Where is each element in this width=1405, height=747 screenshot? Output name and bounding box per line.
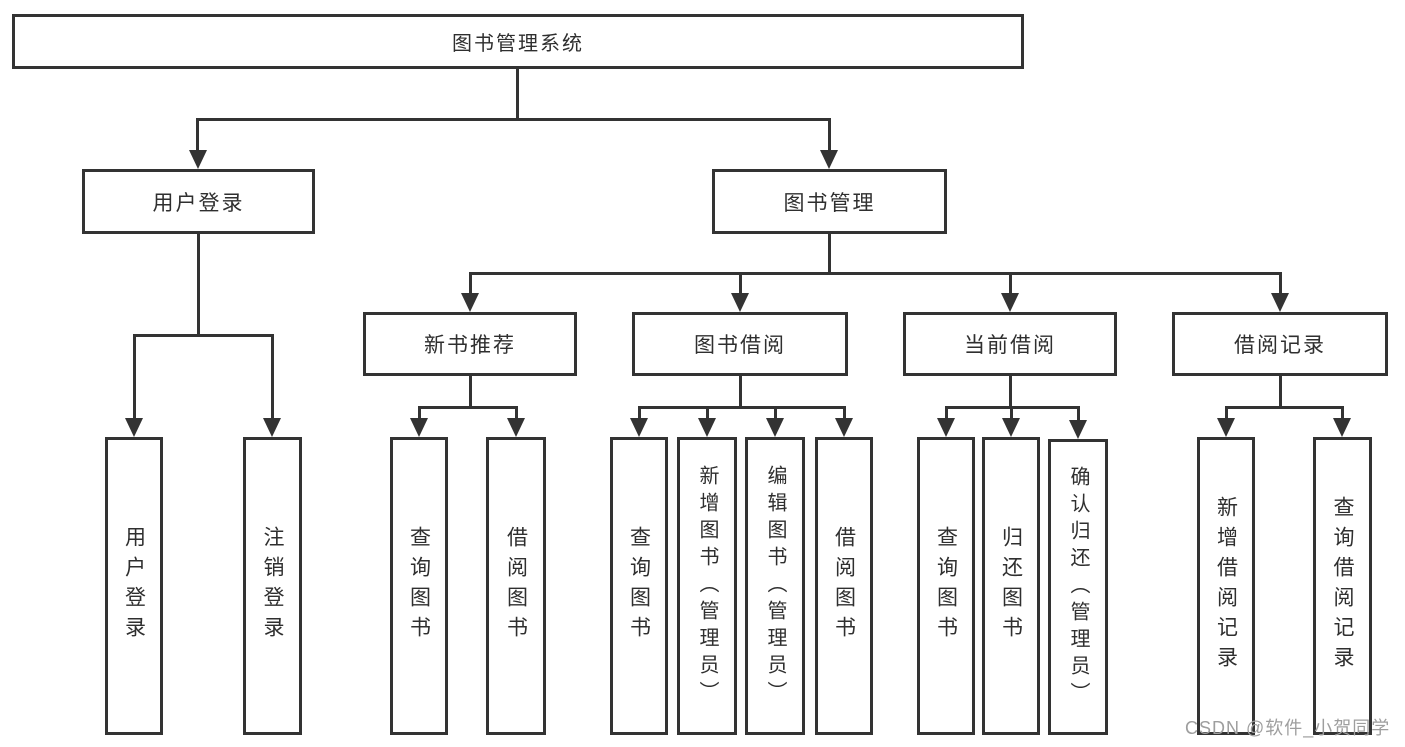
- leaf-user-login: 用户登录: [105, 437, 163, 735]
- node-book-management: 图书管理: [712, 169, 947, 234]
- connector-vline: [1279, 376, 1282, 408]
- connector-hline: [1225, 406, 1344, 409]
- arrow-down-icon: [1069, 420, 1087, 439]
- connector-vline: [133, 334, 136, 420]
- connector-hline: [133, 334, 274, 337]
- arrow-down-icon: [1271, 293, 1289, 312]
- connector-vline: [828, 118, 831, 154]
- node-user-login: 用户登录: [82, 169, 315, 234]
- connector-vline: [843, 406, 846, 422]
- leaf-logout: 注销登录: [243, 437, 302, 735]
- connector-vline: [196, 118, 199, 154]
- arrow-down-icon: [263, 418, 281, 437]
- connector-hline: [638, 406, 846, 409]
- node-book-borrow: 图书借阅: [632, 312, 848, 376]
- connector-hline: [469, 272, 1282, 275]
- leaf-return-book: 归还图书: [982, 437, 1040, 735]
- node-current-borrow: 当前借阅: [903, 312, 1117, 376]
- arrow-down-icon: [766, 418, 784, 437]
- arrow-down-icon: [507, 418, 525, 437]
- connector-vline: [1279, 272, 1282, 296]
- connector-vline: [1225, 406, 1228, 422]
- arrow-down-icon: [698, 418, 716, 437]
- connector-vline: [515, 406, 518, 422]
- leaf-query-books-borrow: 查询图书: [610, 437, 668, 735]
- connector-vline: [469, 376, 472, 408]
- leaf-edit-book-admin: 编辑图书（管理员）: [745, 437, 805, 735]
- connector-vline: [469, 272, 472, 296]
- leaf-borrow-books-recommend: 借阅图书: [486, 437, 546, 735]
- arrow-down-icon: [1001, 293, 1019, 312]
- connector-vline: [739, 376, 742, 408]
- leaf-query-books-recommend: 查询图书: [390, 437, 448, 735]
- arrow-down-icon: [630, 418, 648, 437]
- connector-vline: [739, 272, 742, 296]
- leaf-add-borrow-record: 新增借阅记录: [1197, 437, 1255, 735]
- connector-hline: [197, 118, 831, 121]
- connector-vline: [1010, 406, 1013, 422]
- arrow-down-icon: [461, 293, 479, 312]
- leaf-confirm-return-admin: 确认归还（管理员）: [1048, 439, 1108, 735]
- arrow-down-icon: [835, 418, 853, 437]
- connector-vline: [1009, 376, 1012, 408]
- node-borrow-records: 借阅记录: [1172, 312, 1388, 376]
- connector-vline: [1009, 272, 1012, 296]
- arrow-down-icon: [125, 418, 143, 437]
- connector-vline: [828, 234, 831, 274]
- connector-vline: [774, 406, 777, 422]
- connector-vline: [516, 69, 519, 121]
- arrow-down-icon: [731, 293, 749, 312]
- arrow-down-icon: [1333, 418, 1351, 437]
- connector-vline: [197, 234, 200, 336]
- node-root: 图书管理系统: [12, 14, 1024, 69]
- connector-vline: [1077, 406, 1080, 422]
- leaf-query-borrow-record: 查询借阅记录: [1313, 437, 1372, 735]
- arrow-down-icon: [1002, 418, 1020, 437]
- connector-vline: [1341, 406, 1344, 422]
- arrow-down-icon: [189, 150, 207, 169]
- arrow-down-icon: [937, 418, 955, 437]
- connector-vline: [638, 406, 641, 422]
- arrow-down-icon: [1217, 418, 1235, 437]
- leaf-add-book-admin: 新增图书（管理员）: [677, 437, 737, 735]
- connector-vline: [271, 334, 274, 420]
- node-new-book-recommend: 新书推荐: [363, 312, 577, 376]
- leaf-query-books-current: 查询图书: [917, 437, 975, 735]
- connector-hline: [418, 406, 518, 409]
- arrow-down-icon: [820, 150, 838, 169]
- leaf-borrow-books: 借阅图书: [815, 437, 873, 735]
- csdn-watermark: CSDN @软件_小贺同学: [1185, 718, 1391, 738]
- connector-vline: [418, 406, 421, 422]
- connector-vline: [945, 406, 948, 422]
- connector-vline: [706, 406, 709, 422]
- arrow-down-icon: [410, 418, 428, 437]
